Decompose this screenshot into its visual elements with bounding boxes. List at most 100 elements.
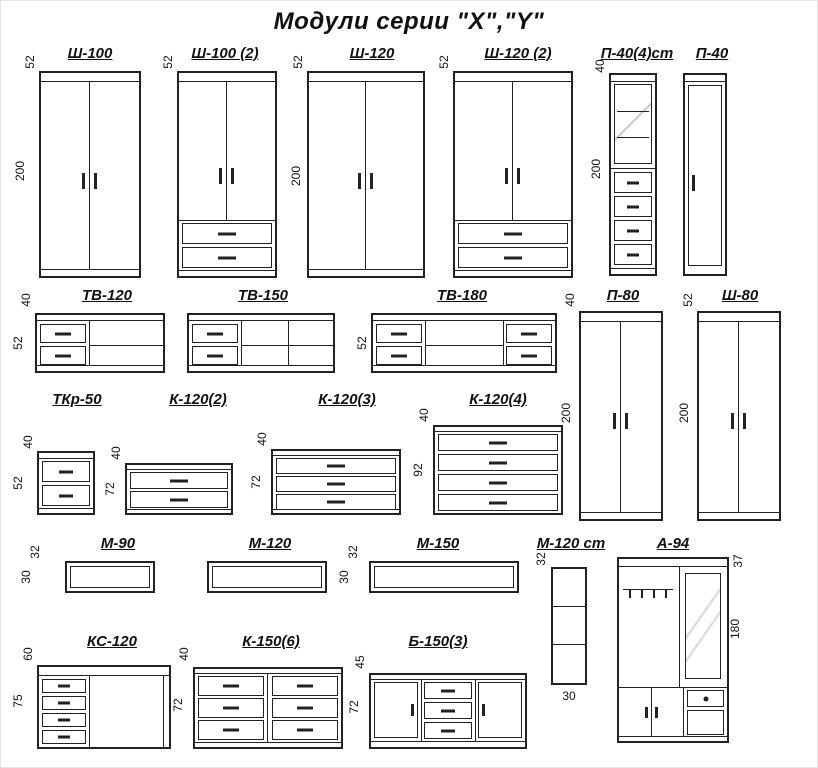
drawer-front bbox=[40, 324, 86, 343]
drawer-handle bbox=[170, 479, 188, 482]
drawer-front bbox=[424, 722, 472, 739]
tv120-label: ТВ-120 bbox=[81, 287, 133, 304]
sh120-label: Ш-120 bbox=[349, 45, 395, 62]
flap-door-panel bbox=[212, 566, 322, 588]
divider-line bbox=[267, 673, 268, 743]
sh100-wardrobe-drawing bbox=[39, 71, 141, 278]
drawer-handle bbox=[223, 706, 239, 710]
p80-dim-depth: 40 bbox=[563, 293, 577, 307]
plinth-line bbox=[611, 268, 655, 269]
top-panel-line bbox=[39, 458, 93, 459]
drawer-handle bbox=[297, 684, 313, 688]
top-panel-line bbox=[371, 679, 525, 680]
plinth-line bbox=[179, 270, 275, 271]
top-panel-line bbox=[611, 81, 655, 82]
door-handle bbox=[482, 704, 485, 716]
door-handle bbox=[358, 173, 361, 189]
cabinet-top-line bbox=[619, 687, 727, 688]
drawer-handle bbox=[58, 718, 70, 722]
sh100-label: Ш-100 bbox=[67, 45, 113, 62]
drawer-handle bbox=[297, 706, 313, 710]
door-panel bbox=[687, 710, 724, 735]
k120-2-dim-depth: 40 bbox=[109, 446, 123, 460]
door-panel bbox=[374, 682, 418, 738]
coat-hook bbox=[653, 590, 655, 598]
tv150-label: ТВ-150 bbox=[237, 287, 289, 304]
drawer-front bbox=[376, 346, 422, 365]
shelf-line bbox=[425, 345, 503, 346]
drawer-front bbox=[376, 324, 422, 343]
a94-dim-depth: 37 bbox=[731, 554, 745, 568]
page-title: Модули серии "Х","Y" bbox=[273, 8, 545, 35]
drawer-handle bbox=[59, 494, 73, 497]
door-handle bbox=[370, 173, 373, 189]
sh80-dim-depth: 52 bbox=[681, 293, 695, 307]
drawer-front bbox=[198, 676, 264, 696]
drawer-front bbox=[614, 196, 652, 217]
plinth-line bbox=[37, 365, 163, 366]
sh120-dim-depth: 52 bbox=[291, 55, 305, 69]
drawer-handle bbox=[391, 354, 407, 357]
shelf-line bbox=[553, 606, 585, 607]
drawer-front bbox=[42, 461, 90, 482]
drawer-front bbox=[506, 346, 552, 365]
door-handle bbox=[692, 175, 695, 191]
drawer-front bbox=[42, 713, 86, 727]
flap-door-panel bbox=[374, 566, 514, 588]
k120-4-dresser-drawing bbox=[433, 425, 563, 515]
drawer-handle bbox=[55, 354, 71, 357]
sh120-2-dim-depth: 52 bbox=[437, 55, 451, 69]
drawer-handle bbox=[391, 332, 407, 335]
k120-2-dresser-drawing bbox=[125, 463, 233, 515]
k120-3-dresser-drawing bbox=[271, 449, 401, 515]
m120-label: М-120 bbox=[248, 535, 292, 552]
drawer-front bbox=[438, 494, 558, 511]
drawer-handle bbox=[504, 256, 522, 259]
plinth-line bbox=[581, 512, 661, 513]
shelf-line bbox=[553, 644, 585, 645]
drawer-front bbox=[192, 346, 238, 365]
m120st-open-shelf-drawing bbox=[551, 567, 587, 685]
p40-4st-dim-height: 200 bbox=[589, 158, 603, 180]
door-handle bbox=[743, 413, 746, 429]
drawer-handle bbox=[297, 728, 313, 732]
tkr50-nightstand-drawing bbox=[37, 451, 95, 515]
drawer-front bbox=[182, 247, 272, 268]
drawer-front bbox=[42, 730, 86, 744]
k120-3-dim-height: 72 bbox=[249, 475, 263, 489]
plinth-line bbox=[39, 508, 93, 509]
plinth-line bbox=[195, 742, 341, 743]
tv150-stand-drawing bbox=[187, 313, 335, 373]
drawer-handle bbox=[170, 498, 188, 501]
p40-4st-label: П-40(4)ст bbox=[600, 45, 674, 62]
p80-label: П-80 bbox=[606, 287, 640, 304]
top-panel-line bbox=[273, 455, 399, 456]
b150-3-label: Б-150(3) bbox=[408, 633, 468, 650]
drawer-handle bbox=[521, 354, 537, 357]
plinth-line bbox=[373, 365, 555, 366]
divider-line bbox=[421, 679, 422, 742]
drawer-front bbox=[42, 679, 86, 693]
sh120-dim-height: 200 bbox=[289, 165, 303, 187]
coat-hook bbox=[665, 590, 667, 598]
drawer-handle bbox=[504, 232, 522, 235]
drawer-handle bbox=[489, 461, 507, 464]
top-panel-line bbox=[455, 81, 571, 82]
m150-wall-shelf-drawing bbox=[369, 561, 519, 593]
shelf-line bbox=[617, 137, 649, 138]
door-split-line bbox=[651, 687, 652, 737]
drawer-knob bbox=[703, 696, 708, 701]
divider-line bbox=[89, 320, 90, 366]
sh100-2-dim-depth: 52 bbox=[161, 55, 175, 69]
coat-hook bbox=[641, 590, 643, 598]
top-panel-line bbox=[41, 81, 139, 82]
top-panel-line bbox=[37, 320, 163, 321]
door-handle bbox=[231, 168, 234, 184]
m90-label: М-90 bbox=[100, 535, 136, 552]
door-handle bbox=[731, 413, 734, 429]
b150-3-sideboard-drawing bbox=[369, 673, 527, 749]
top-panel-line bbox=[195, 673, 341, 674]
drawer-handle bbox=[59, 470, 73, 473]
drawer-handle bbox=[441, 709, 455, 712]
